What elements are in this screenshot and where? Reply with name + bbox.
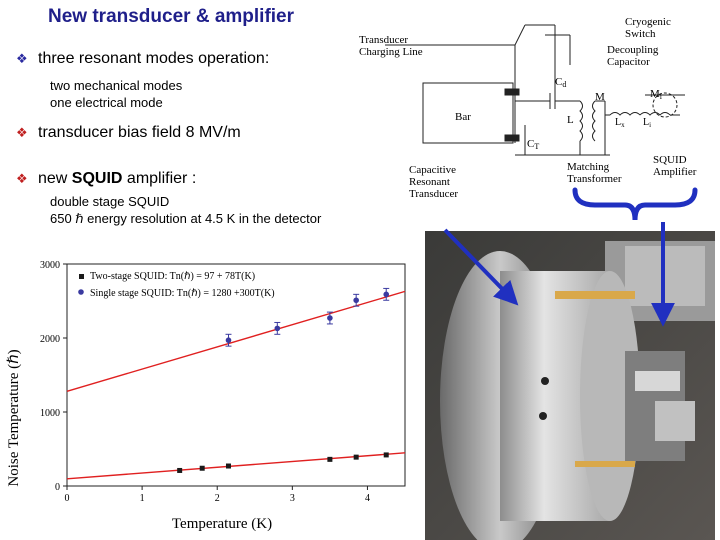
bullet-squid: ❖ new SQUID amplifier : (16, 170, 196, 188)
x-tick-label: 3 (290, 493, 295, 504)
data-point (199, 465, 205, 471)
slide-title: New transducer & amplifier (48, 6, 295, 27)
fit-line (66, 290, 406, 392)
chart-legend: Two-stage SQUID: Tn(ℏ) = 97 + 78T(K) Sin… (78, 271, 275, 299)
arrow-to-transducer (443, 228, 519, 306)
bullet-text-bold: SQUID (71, 170, 123, 187)
label-ct: CT (527, 138, 539, 151)
hardware-photo (425, 231, 715, 540)
data-point (327, 315, 333, 321)
data-point (274, 325, 281, 332)
data-point (383, 452, 389, 458)
sub-item: 650 ℏ energy resolution at 4.5 K in the … (50, 211, 322, 226)
legend-marker-circle (78, 289, 84, 295)
bullet-text: new (38, 170, 72, 187)
bullet-text: transducer bias field 8 MV/m (38, 124, 241, 141)
bullet-text: : (264, 50, 270, 67)
x-tick-label: 4 (365, 493, 370, 504)
sub-item: one electrical mode (50, 95, 163, 110)
bullet-text-bold: three resonant modes operation (38, 50, 265, 67)
label-cd: Cd (555, 76, 566, 89)
legend-entry: Single stage SQUID: Tn(ℏ) = 1280 +300T(K… (90, 288, 275, 299)
x-tick-label: 2 (215, 493, 220, 504)
y-axis-label: Noise Temperature (ℏ) (6, 349, 22, 486)
noise-chart: 0 1 2 3 4 0 1000 2000 3000 Noise Temperature (ℏ)… (6, 260, 406, 532)
label-bar: Bar (455, 111, 471, 123)
x-tick-label: 1 (140, 493, 145, 504)
y-tick-label: 1000 (40, 408, 60, 419)
sub-item: double stage SQUID (50, 194, 170, 209)
legend-entry: Two-stage SQUID: Tn(ℏ) = 97 + 78T(K) (90, 271, 255, 282)
label-li: Li (643, 117, 651, 129)
fit-line (66, 452, 406, 480)
label-lx: Lx (615, 117, 625, 129)
chart-plot-area: 0 1 2 3 4 0 1000 2000 3000 (40, 260, 406, 504)
bullet-resonant-modes: ❖ three resonant modes operation: (16, 50, 269, 68)
x-tick-label: 0 (65, 493, 70, 504)
bracket-shape (572, 187, 698, 221)
y-tick-label: 2000 (40, 334, 60, 345)
data-point (383, 291, 390, 298)
label-l: L (567, 114, 574, 126)
bullet-diamond-icon: ❖ (16, 171, 28, 186)
bar-shape (422, 82, 514, 144)
label-m: M (595, 91, 605, 103)
data-point (225, 463, 231, 469)
data-point (177, 467, 183, 473)
data-point (225, 337, 232, 344)
bullet-bias-field: ❖ transducer bias field 8 MV/m (16, 124, 241, 142)
bullet-diamond-icon: ❖ (16, 125, 28, 140)
y-tick-label: 0 (55, 482, 60, 493)
data-point (327, 456, 333, 462)
y-tick-label: 3000 (40, 260, 60, 271)
bullet-text: amplifier : (122, 170, 197, 187)
data-point (353, 454, 359, 460)
legend-marker-square (79, 274, 84, 279)
label-mi: Mi (650, 88, 663, 101)
data-point (353, 297, 359, 304)
bullet-diamond-icon: ❖ (16, 51, 28, 66)
sub-item: two mechanical modes (50, 78, 183, 93)
x-axis-label: Temperature (K) (172, 516, 272, 532)
